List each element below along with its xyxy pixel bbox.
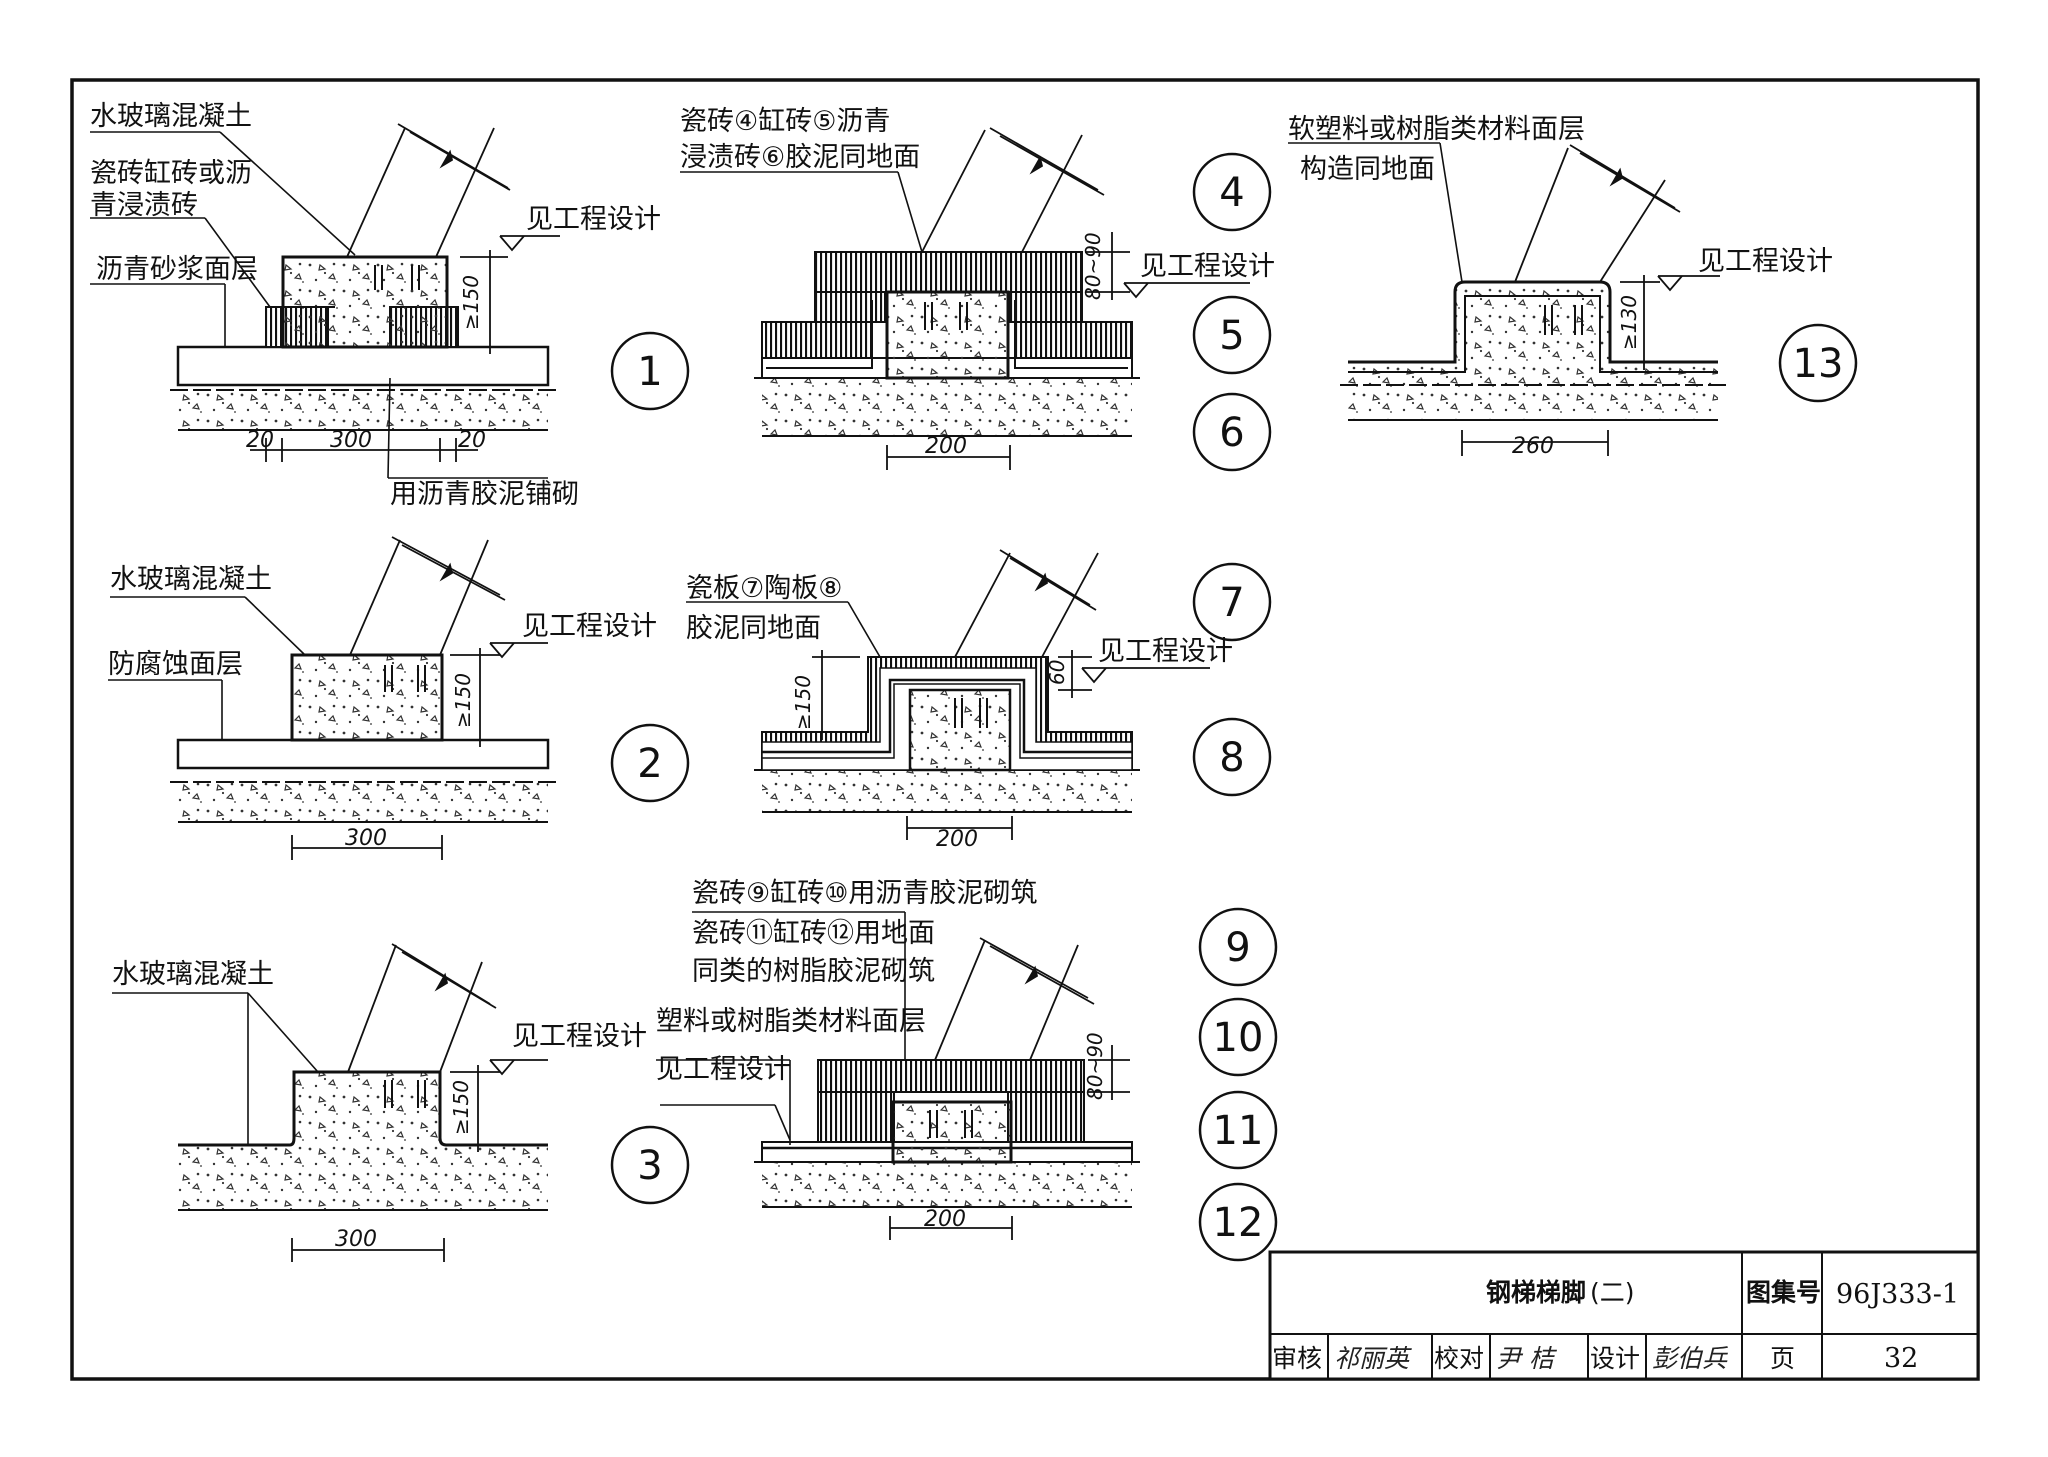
d2-dim-center: 300 xyxy=(345,826,387,851)
tag-2-circle xyxy=(610,723,690,803)
tag-2: 2 xyxy=(637,741,662,787)
d78-callout-2: 胶泥同地面 xyxy=(686,613,821,644)
d78-callout-1: 瓷板⑦陶板⑧ xyxy=(686,573,842,604)
d1-callout-mid-2: 青浸渍砖 xyxy=(90,190,198,221)
d456-callout-1: 瓷砖④缸砖⑤沥青 xyxy=(680,106,890,137)
d9-12-callout-3: 同类的树脂胶泥砌筑 xyxy=(692,956,935,987)
d1-callout-mid-1: 瓷砖缸砖或沥 xyxy=(90,158,252,189)
atlas-number: 96J333-1 xyxy=(1836,1279,1959,1310)
detail-7-8: ≥150 60 见工程设计 200 瓷板⑦陶板⑧ 胶泥同地面 7 8 xyxy=(686,549,1272,852)
d78-note: 见工程设计 xyxy=(1098,636,1233,667)
d3-dim-center: 300 xyxy=(335,1227,377,1252)
detail-13: ≥130 见工程设计 260 软塑料或树脂类材料面层 构造同地面 13 xyxy=(1288,114,1858,459)
d1-dim-center: 300 xyxy=(330,428,372,453)
tag-4-circle xyxy=(1192,152,1272,232)
tag-13: 13 xyxy=(1793,341,1844,387)
tag-5-circle xyxy=(1192,295,1272,375)
title-block: 钢梯梯脚 (二) 图集号 96J333-1 审核 祁丽英 校对 尹 桔 设计 彭… xyxy=(1268,1250,1980,1381)
d1-callout-bottom: 沥青砂浆面层 xyxy=(96,254,258,285)
atlas-label: 图集号 xyxy=(1746,1278,1821,1307)
d3-callout-top: 水玻璃混凝土 xyxy=(112,959,274,990)
d456-callout-2: 浸渍砖⑥胶泥同地面 xyxy=(680,142,920,173)
d1-dim-right: 20 xyxy=(458,428,486,453)
d2-callout-top: 水玻璃混凝土 xyxy=(110,564,272,595)
d9-12-dim-center: 200 xyxy=(924,1207,966,1232)
tag-13-circle xyxy=(1778,323,1858,403)
tag-10: 10 xyxy=(1213,1015,1264,1061)
d9-12-callout-2: 瓷砖⑪缸砖⑫用地面 xyxy=(692,918,935,949)
d13-note: 见工程设计 xyxy=(1698,246,1833,277)
d456-height: 80~90 xyxy=(1081,232,1105,300)
check-signature: 尹 桔 xyxy=(1496,1344,1558,1373)
detail-4-6: 80~90 见工程设计 200 瓷砖④缸砖⑤沥青 浸渍砖⑥胶泥同地面 4 5 6 xyxy=(680,106,1275,472)
check-label: 校对 xyxy=(1434,1344,1484,1373)
tag-9-circle xyxy=(1198,907,1278,987)
detail-3: ≥150 见工程设计 300 水玻璃混凝土 3 xyxy=(112,943,690,1262)
tag-3-circle xyxy=(610,1125,690,1205)
d2-callout-bottom: 防腐蚀面层 xyxy=(108,649,243,680)
tag-11-circle xyxy=(1198,1090,1278,1170)
d3-note: 见工程设计 xyxy=(512,1021,647,1052)
d9-12-height: 80~90 xyxy=(1083,1032,1107,1100)
d78-dim-center: 200 xyxy=(936,827,978,852)
review-signature: 祁丽英 xyxy=(1334,1344,1412,1373)
d1-note: 见工程设计 xyxy=(526,204,661,235)
d13-callout-1: 软塑料或树脂类材料面层 xyxy=(1288,114,1585,145)
tag-12-circle xyxy=(1198,1182,1278,1262)
design-label: 设计 xyxy=(1590,1344,1640,1373)
title-suffix: (二) xyxy=(1590,1278,1635,1307)
d3-height: ≥150 xyxy=(449,1080,473,1135)
tag-5: 5 xyxy=(1219,313,1244,359)
d9-12-callout-4: 塑料或树脂类材料面层 xyxy=(656,1006,926,1037)
tag-1-circle xyxy=(610,331,690,411)
tag-7: 7 xyxy=(1219,580,1244,626)
design-signature: 彭伯兵 xyxy=(1652,1344,1728,1373)
d456-note: 见工程设计 xyxy=(1140,251,1275,282)
review-label: 审核 xyxy=(1272,1344,1322,1373)
tag-6: 6 xyxy=(1219,410,1244,456)
tag-10-circle xyxy=(1198,997,1278,1077)
tag-12: 12 xyxy=(1213,1200,1264,1246)
d13-callout-2: 构造同地面 xyxy=(1300,154,1435,185)
title: 钢梯梯脚 xyxy=(1486,1278,1586,1307)
d78-height-right: 60 xyxy=(1045,660,1069,685)
detail-1: ≥150 见工程设计 20 300 20 水玻璃混凝土 瓷砖缸砖或沥 青浸渍砖 … xyxy=(90,101,690,510)
detail-2: ≥150 见工程设计 300 水玻璃混凝土 防腐蚀面层 2 xyxy=(108,536,690,860)
tag-4: 4 xyxy=(1219,170,1244,216)
d13-height: ≥130 xyxy=(1617,295,1641,350)
d1-height: ≥150 xyxy=(459,275,483,330)
d2-note: 见工程设计 xyxy=(522,611,657,642)
tag-1: 1 xyxy=(637,349,662,395)
d2-height: ≥150 xyxy=(451,673,475,728)
d9-12-callout-5: 见工程设计 xyxy=(656,1054,791,1085)
page-number: 32 xyxy=(1884,1343,1918,1374)
d1-callout-top: 水玻璃混凝土 xyxy=(90,101,252,132)
d1-callout-below: 用沥青胶泥铺砌 xyxy=(390,479,579,510)
tag-8: 8 xyxy=(1219,735,1244,781)
d456-dim-center: 200 xyxy=(925,434,967,459)
sheet-border xyxy=(70,78,1980,1381)
tag-3: 3 xyxy=(637,1143,662,1189)
d13-dim-center: 260 xyxy=(1512,434,1554,459)
detail-9-12: 80~90 200 瓷砖⑨缸砖⑩用沥青胶泥砌筑 瓷砖⑪缸砖⑫用地面 同类的树脂胶… xyxy=(656,878,1278,1262)
d1-dim-left: 20 xyxy=(246,428,274,453)
tag-8-circle xyxy=(1192,717,1272,797)
tag-9: 9 xyxy=(1225,925,1250,971)
page-label: 页 xyxy=(1770,1344,1795,1373)
tag-6-circle xyxy=(1192,392,1272,472)
d9-12-callout-1: 瓷砖⑨缸砖⑩用沥青胶泥砌筑 xyxy=(692,878,1037,909)
d78-height: ≥150 xyxy=(791,675,815,730)
tag-11: 11 xyxy=(1213,1108,1264,1154)
tag-7-circle xyxy=(1192,562,1272,642)
